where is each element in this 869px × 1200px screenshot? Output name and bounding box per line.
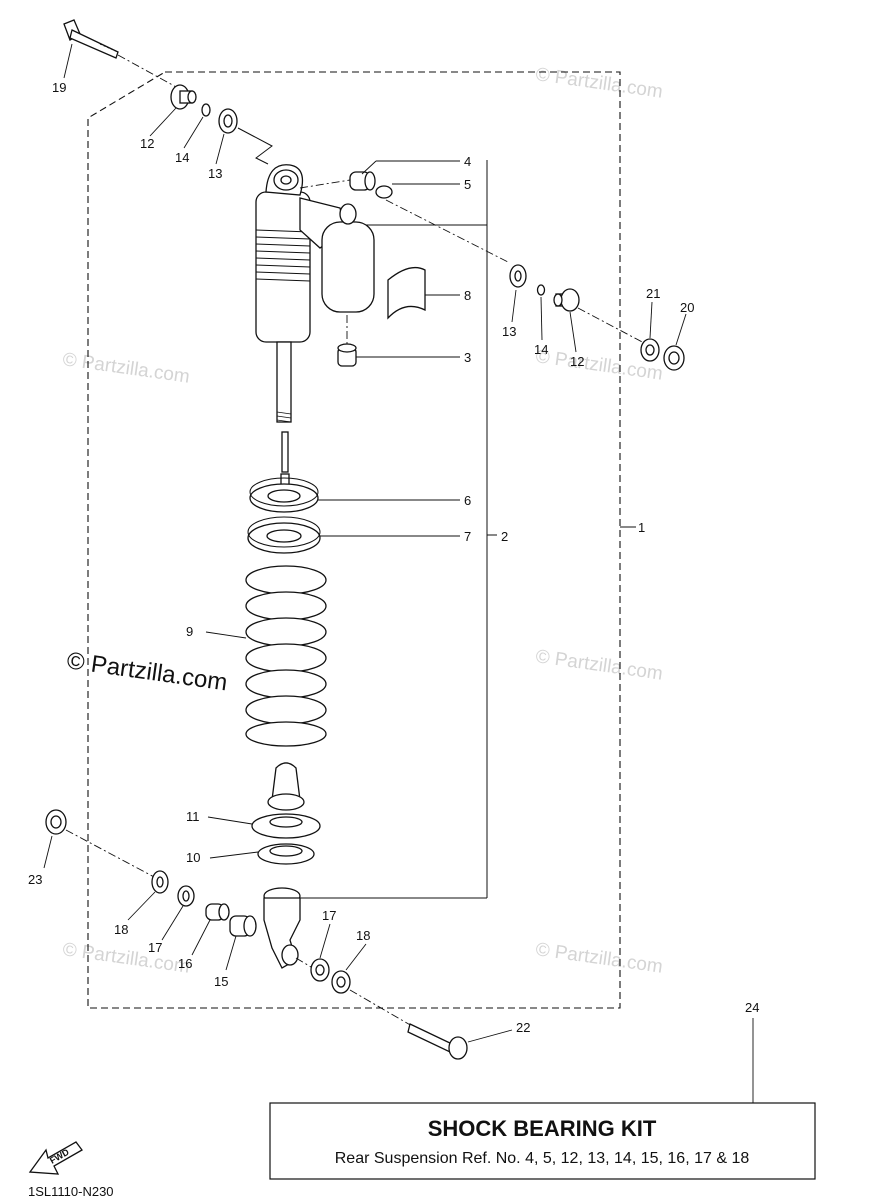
callout-24: 24: [745, 1000, 759, 1015]
watermark: © Partzilla.com: [534, 646, 664, 685]
callout-23: 23: [28, 872, 42, 887]
shock-absorber-body: [255, 164, 375, 493]
shock-bearing-kit-box: SHOCK BEARING KIT Rear Suspension Ref. N…: [269, 1102, 816, 1180]
spring-seat-11: [251, 813, 321, 839]
locknut-7: [247, 516, 321, 554]
nut-3: [337, 315, 357, 367]
seal-17-left: [177, 885, 195, 907]
washer-18-left: [151, 870, 169, 894]
callout-6: 6: [464, 493, 471, 508]
watermark: © Partzilla.com: [61, 939, 191, 978]
collar-12-top: [170, 84, 197, 110]
collar-12-right: [553, 288, 580, 312]
callout-14: 14: [175, 150, 189, 165]
callout-16: 16: [178, 956, 192, 971]
kit-title: SHOCK BEARING KIT: [428, 1116, 657, 1141]
oring-14-top: [201, 103, 211, 117]
cover-8: [387, 266, 426, 320]
callout-8: 8: [464, 288, 471, 303]
callout-3: 3: [464, 350, 471, 365]
callout-17: 17: [148, 940, 162, 955]
washer-21: [640, 338, 660, 362]
nut-20: [663, 345, 685, 371]
leader-lines: [43, 43, 754, 1103]
callout-14: 14: [534, 342, 548, 357]
lower-clevis: [263, 887, 301, 969]
washer-18-right: [331, 970, 351, 994]
callout-2: 2: [501, 529, 508, 544]
callout-10: 10: [186, 850, 200, 865]
nut-23: [45, 809, 67, 835]
callout-19: 19: [52, 80, 66, 95]
assembly-boundary: [87, 71, 621, 1009]
callout-11: 11: [186, 809, 200, 824]
bearing-15: [229, 915, 257, 937]
bolt-19: [63, 19, 119, 59]
seal-13-right: [509, 264, 527, 288]
watermark: © Partzilla.com: [534, 64, 664, 103]
callout-5: 5: [464, 177, 471, 192]
callout-18: 18: [356, 928, 370, 943]
callout-20: 20: [680, 300, 694, 315]
seal-17-right: [310, 958, 330, 982]
locknut-6: [249, 477, 319, 513]
kit-subtitle: Rear Suspension Ref. No. 4, 5, 12, 13, 1…: [335, 1150, 750, 1167]
watermark: © Partzilla.com: [61, 349, 191, 388]
diagram-code: 1SL1110-N230: [28, 1184, 114, 1199]
callout-21: 21: [646, 286, 660, 301]
callout-4: 4: [464, 154, 471, 169]
callout-12: 12: [570, 354, 584, 369]
stopper-10: [257, 843, 315, 865]
reference-brackets: [290, 160, 636, 899]
callout-9: 9: [186, 624, 193, 639]
callout-1: 1: [638, 520, 645, 535]
watermark-large: © Partzilla.com: [65, 647, 229, 696]
watermarks: © Partzilla.com © Partzilla.com © Partzi…: [61, 64, 664, 978]
callout-12: 12: [140, 136, 154, 151]
spring-9: [245, 565, 327, 747]
callout-15: 15: [214, 974, 228, 989]
collar-16: [205, 903, 230, 921]
oring-5: [375, 185, 393, 199]
callout-labels: 19 12 14 13 4 5 8 3 13 14 12 21 20 6 7 2…: [28, 80, 759, 1035]
callout-22: 22: [516, 1020, 530, 1035]
callout-13: 13: [208, 166, 222, 181]
seal-13-top: [218, 108, 238, 134]
callout-17: 17: [322, 908, 336, 923]
callout-7: 7: [464, 529, 471, 544]
oring-14-right: [536, 284, 546, 296]
callout-18: 18: [114, 922, 128, 937]
watermark: © Partzilla.com: [534, 939, 664, 978]
callout-13: 13: [502, 324, 516, 339]
bolt-22: [407, 1023, 468, 1060]
bump-stop: [267, 762, 305, 811]
fwd-arrow-icon: FWD: [28, 1141, 83, 1175]
bushing-4: [349, 171, 376, 191]
